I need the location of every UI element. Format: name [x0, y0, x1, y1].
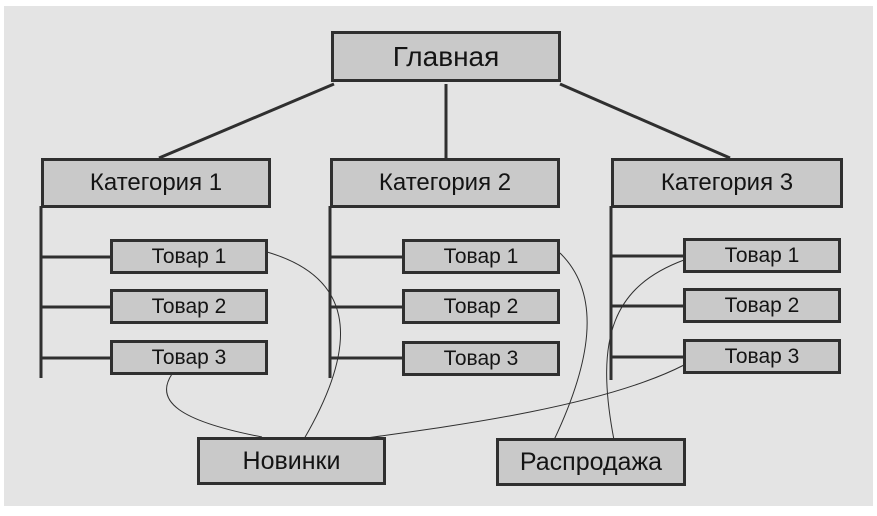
- cat3-item-3-label: Товар 3: [724, 344, 800, 368]
- cat2-item-3-label: Товар 3: [443, 346, 519, 370]
- cat3-item-2-label: Товар 2: [724, 293, 800, 317]
- tag-novinki-node: Новинки: [197, 437, 386, 485]
- link-cat3-item1-rasprodazha: [606, 259, 685, 441]
- edge-root-cat3: [559, 82, 731, 160]
- link-cat1-item1-novinki: [266, 251, 342, 440]
- cat3-item-1-label: Товар 1: [724, 243, 800, 267]
- root-node-glavnaya: Главная: [331, 31, 561, 82]
- sitemap-diagram: Главная Категория 1 Категория 2 Категори…: [4, 6, 873, 506]
- category-3-node: Категория 3: [611, 158, 843, 208]
- cat3-item-2: Товар 2: [683, 288, 841, 323]
- cat1-item-2: Товар 2: [110, 289, 268, 324]
- cat1-item-2-label: Товар 2: [151, 294, 227, 318]
- category-2-node: Категория 2: [330, 158, 560, 208]
- tag-rasprodazha-node: Распродажа: [496, 438, 686, 486]
- link-cat3-item3-novinki: [365, 364, 685, 439]
- cat2-item-2-label: Товар 2: [443, 294, 519, 318]
- cat2-item-2: Товар 2: [402, 289, 560, 324]
- cat1-item-1-label: Товар 1: [151, 244, 227, 268]
- tag-novinki-label: Новинки: [242, 446, 341, 475]
- category-3-label: Категория 3: [660, 169, 794, 196]
- cat2-item-3: Товар 3: [402, 341, 560, 376]
- category-1-node: Категория 1: [41, 158, 271, 208]
- edge-root-cat1: [158, 82, 335, 160]
- cat3-item-1: Товар 1: [683, 238, 841, 273]
- cat1-item-3: Товар 3: [110, 340, 268, 375]
- cat1-item-1: Товар 1: [110, 239, 268, 274]
- cat2-item-1-label: Товар 1: [443, 244, 519, 268]
- root-label: Главная: [392, 40, 500, 72]
- category-2-label: Категория 2: [378, 169, 512, 196]
- category-1-label: Категория 1: [89, 169, 223, 196]
- link-cat1-item3-novinki: [166, 373, 263, 438]
- cat2-item-1: Товар 1: [402, 239, 560, 274]
- cat1-item-3-label: Товар 3: [151, 345, 227, 369]
- connector-lines: [39, 82, 731, 441]
- tag-rasprodazha-label: Распродажа: [519, 447, 663, 476]
- link-cat2-item1-rasprodazha: [553, 252, 588, 441]
- cat3-item-3: Товар 3: [683, 339, 841, 374]
